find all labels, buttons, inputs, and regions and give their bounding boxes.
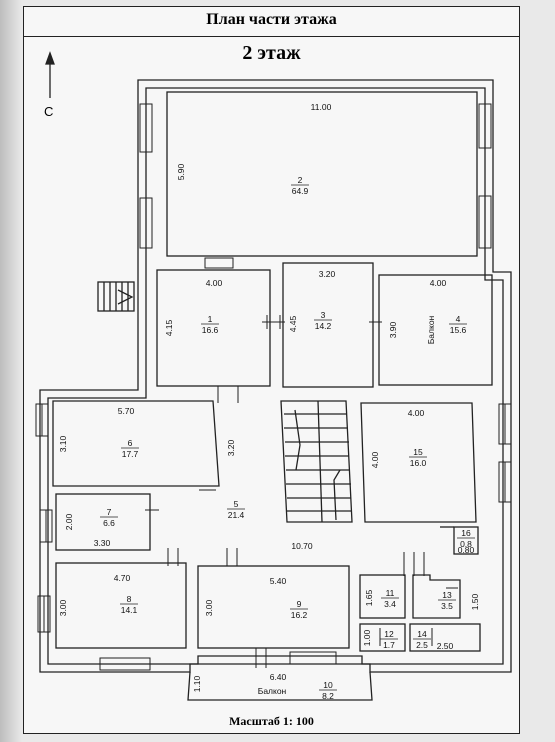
room-number-7: 7 bbox=[107, 507, 112, 517]
room-number-14: 14 bbox=[417, 629, 427, 639]
room-6 bbox=[52, 400, 220, 487]
room-area-3: 14.2 bbox=[315, 321, 332, 331]
room-16 bbox=[453, 526, 479, 555]
floor-label: 2 этаж bbox=[242, 42, 301, 64]
dimension-label: 6.40 bbox=[270, 672, 287, 682]
room-area-14: 2.5 bbox=[416, 640, 428, 650]
dimension-label: 1.10 bbox=[192, 675, 202, 692]
dimension-label: 1.50 bbox=[470, 593, 480, 610]
dimension-label: 3.00 bbox=[204, 599, 214, 616]
dimension-label: 4.15 bbox=[164, 319, 174, 336]
dimension-label: 3.20 bbox=[226, 439, 236, 456]
room-area-5: 21.4 bbox=[228, 510, 245, 520]
dimension-label: 5.90 bbox=[176, 163, 186, 180]
scan-shadow bbox=[0, 0, 22, 742]
room-8 bbox=[55, 562, 187, 649]
dimension-label: 3.10 bbox=[58, 435, 68, 452]
room-label-4: Балкон bbox=[426, 315, 436, 344]
dimension-label: 3.30 bbox=[94, 538, 111, 548]
dimension-label: 1.00 bbox=[362, 629, 372, 646]
room-number-5: 5 bbox=[234, 499, 239, 509]
room-area-6: 17.7 bbox=[122, 449, 139, 459]
dimension-label: 1.65 bbox=[364, 589, 374, 606]
room-area-11: 3.4 bbox=[384, 599, 396, 609]
doors bbox=[145, 315, 458, 668]
dimension-label: 4.00 bbox=[370, 451, 380, 468]
windows bbox=[35, 103, 512, 671]
room-number-3: 3 bbox=[321, 310, 326, 320]
room-14 bbox=[409, 623, 481, 652]
north-label: С bbox=[44, 104, 54, 119]
dimension-label: 3.00 bbox=[58, 599, 68, 616]
room-7 bbox=[55, 493, 151, 551]
dimension-label: 11.00 bbox=[311, 102, 332, 112]
dimension-label: 3.20 bbox=[319, 269, 336, 279]
room-number-4: 4 bbox=[456, 314, 461, 324]
room-number-1: 1 bbox=[208, 314, 213, 324]
room-number-16: 16 bbox=[461, 528, 471, 538]
dimension-label: 4.45 bbox=[288, 315, 298, 332]
dimension-label: 0.80 bbox=[458, 545, 475, 555]
drawing-frame bbox=[23, 6, 520, 734]
room-number-12: 12 bbox=[384, 629, 394, 639]
room-3 bbox=[282, 262, 374, 388]
room-11 bbox=[359, 574, 406, 619]
dimension-label: 3.90 bbox=[388, 321, 398, 338]
plan-title: План части этажа bbox=[206, 11, 337, 28]
room-4 bbox=[378, 274, 493, 386]
room-2 bbox=[166, 91, 478, 257]
room-number-10: 10 bbox=[323, 680, 333, 690]
room-area-2: 64.9 bbox=[292, 186, 309, 196]
room-1 bbox=[156, 269, 271, 387]
exterior-stair bbox=[97, 281, 135, 312]
dimension-label: 4.70 bbox=[114, 573, 131, 583]
room-area-7: 6.6 bbox=[103, 518, 115, 528]
room-number-8: 8 bbox=[127, 594, 132, 604]
room-area-12: 1.7 bbox=[383, 640, 395, 650]
room-number-13: 13 bbox=[442, 590, 452, 600]
dimension-label: 4.00 bbox=[206, 278, 223, 288]
room-area-9: 16.2 bbox=[291, 610, 308, 620]
room-area-15: 16.0 bbox=[410, 458, 427, 468]
room-number-9: 9 bbox=[297, 599, 302, 609]
room-area-8: 14.1 bbox=[121, 605, 138, 615]
room-10 bbox=[187, 671, 373, 701]
dimension-label: 2.50 bbox=[437, 641, 454, 651]
room-area-10: 8.2 bbox=[322, 691, 334, 701]
outer-walls bbox=[39, 79, 512, 673]
dimension-label: 4.00 bbox=[408, 408, 425, 418]
room-area-16: 0.8 bbox=[460, 539, 472, 549]
room-9 bbox=[197, 565, 350, 649]
dimension-label: 10.70 bbox=[291, 541, 313, 551]
room-15 bbox=[360, 402, 477, 523]
room-number-2: 2 bbox=[298, 175, 303, 185]
room-area-1: 16.6 bbox=[202, 325, 219, 335]
room-number-11: 11 bbox=[386, 588, 395, 598]
room-number-15: 15 bbox=[413, 447, 423, 457]
room-area-13: 3.5 bbox=[441, 601, 453, 611]
scale-label: Масштаб 1: 100 bbox=[229, 714, 314, 728]
room-13 bbox=[412, 574, 461, 619]
room-label-10: Балкон bbox=[258, 686, 287, 696]
north-arrow-icon bbox=[45, 51, 55, 98]
dimension-label: 5.40 bbox=[270, 576, 287, 586]
room-number-6: 6 bbox=[128, 438, 133, 448]
dimension-label: 2.00 bbox=[64, 513, 74, 530]
dimension-label: 4.00 bbox=[430, 278, 447, 288]
staircase bbox=[280, 400, 353, 523]
room-area-4: 15.6 bbox=[450, 325, 467, 335]
dimension-label: 5.70 bbox=[118, 406, 135, 416]
room-12 bbox=[359, 623, 406, 652]
title-divider bbox=[23, 36, 520, 37]
